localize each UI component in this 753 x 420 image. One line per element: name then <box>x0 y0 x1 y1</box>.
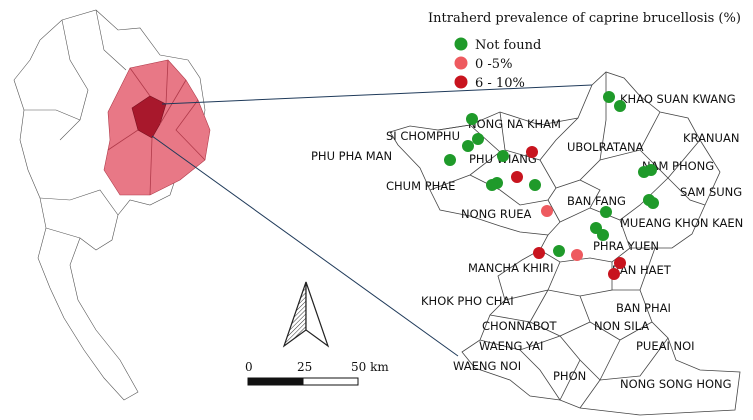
scale-tick-label: 50 km <box>351 360 389 374</box>
legend: Intraherd prevalence of caprine brucello… <box>428 11 741 91</box>
sample-points <box>444 91 659 280</box>
sample-point-low <box>571 249 583 261</box>
district-label: PHON <box>553 369 586 383</box>
sample-point-not-found <box>553 245 565 257</box>
scale-tick-label: 0 <box>245 360 253 374</box>
district-label: NONG RUEA <box>461 207 531 221</box>
district-label: PHU PHA MAN <box>311 149 392 163</box>
district-label: UBOLRATANA <box>567 140 644 154</box>
district-label: CHONNABOT <box>482 319 558 333</box>
district-label: NONG SONG HONG <box>620 377 732 391</box>
sample-point-not-found <box>486 179 498 191</box>
legend-label-high: 6 - 10% <box>475 76 525 91</box>
district-label: BAN HAET <box>612 263 672 277</box>
sample-point-not-found <box>466 113 478 125</box>
legend-title: Intraherd prevalence of caprine brucello… <box>428 11 741 26</box>
sample-point-not-found <box>472 133 484 145</box>
district-labels: KHAO SUAN KWANG NONG NA KHAM SI CHOMPHU … <box>311 92 743 391</box>
sample-point-not-found <box>600 206 612 218</box>
sample-point-not-found <box>529 179 541 191</box>
district-label: MUEANG KHON KAEN <box>620 216 743 230</box>
legend-marker-not-found <box>454 37 468 51</box>
district-label: KRANUAN <box>683 131 739 145</box>
scale-tick-label: 25 <box>297 360 312 374</box>
sample-point-not-found <box>645 164 657 176</box>
district-label: KHAO SUAN KWANG <box>620 92 736 106</box>
sample-point-high <box>526 146 538 158</box>
sample-point-not-found <box>647 197 659 209</box>
scale-bar: 0 25 50 km <box>245 360 389 386</box>
legend-label-not-found: Not found <box>475 38 541 53</box>
sample-point-high <box>533 247 545 259</box>
sample-point-not-found <box>597 229 609 241</box>
sample-point-high <box>511 171 523 183</box>
thailand-overview-map <box>13 9 206 401</box>
district-label: NAM PHONG <box>642 159 714 173</box>
connector-line-bottom <box>151 135 459 357</box>
sample-point-not-found <box>614 100 626 112</box>
district-label: NON SILA <box>594 319 649 333</box>
district-label: MANCHA KHIRI <box>468 261 554 275</box>
sample-point-not-found <box>462 140 474 152</box>
district-label: NONG NA KHAM <box>468 117 561 131</box>
district-label: PHRA YUEN <box>593 239 659 253</box>
district-label: SI CHOMPHU <box>386 129 460 143</box>
sample-point-not-found <box>497 150 509 162</box>
district-label: PUEAI NOI <box>636 339 695 353</box>
district-label: KHOK PHO CHAI <box>421 294 514 308</box>
connector-line-top <box>161 84 593 105</box>
district-label: WAENG NOI <box>453 359 521 373</box>
district-label: BAN FANG <box>567 194 626 208</box>
sample-point-low <box>541 205 553 217</box>
sample-point-high <box>608 268 620 280</box>
legend-label-low: 0 -5% <box>475 57 512 72</box>
district-label: CHUM PHAE <box>386 179 455 193</box>
north-arrow-icon <box>282 281 330 348</box>
legend-marker-high <box>454 75 468 89</box>
highlighted-region <box>103 59 211 196</box>
district-map <box>389 71 741 416</box>
legend-marker-low <box>454 56 468 70</box>
province-boundary <box>389 71 741 416</box>
district-label: BAN PHAI <box>616 301 671 315</box>
district-label: SAM SUNG <box>680 185 742 199</box>
sample-point-high <box>614 257 626 269</box>
sample-point-not-found <box>603 91 615 103</box>
sample-point-not-found <box>444 154 456 166</box>
district-label: WAENG YAI <box>479 339 543 353</box>
